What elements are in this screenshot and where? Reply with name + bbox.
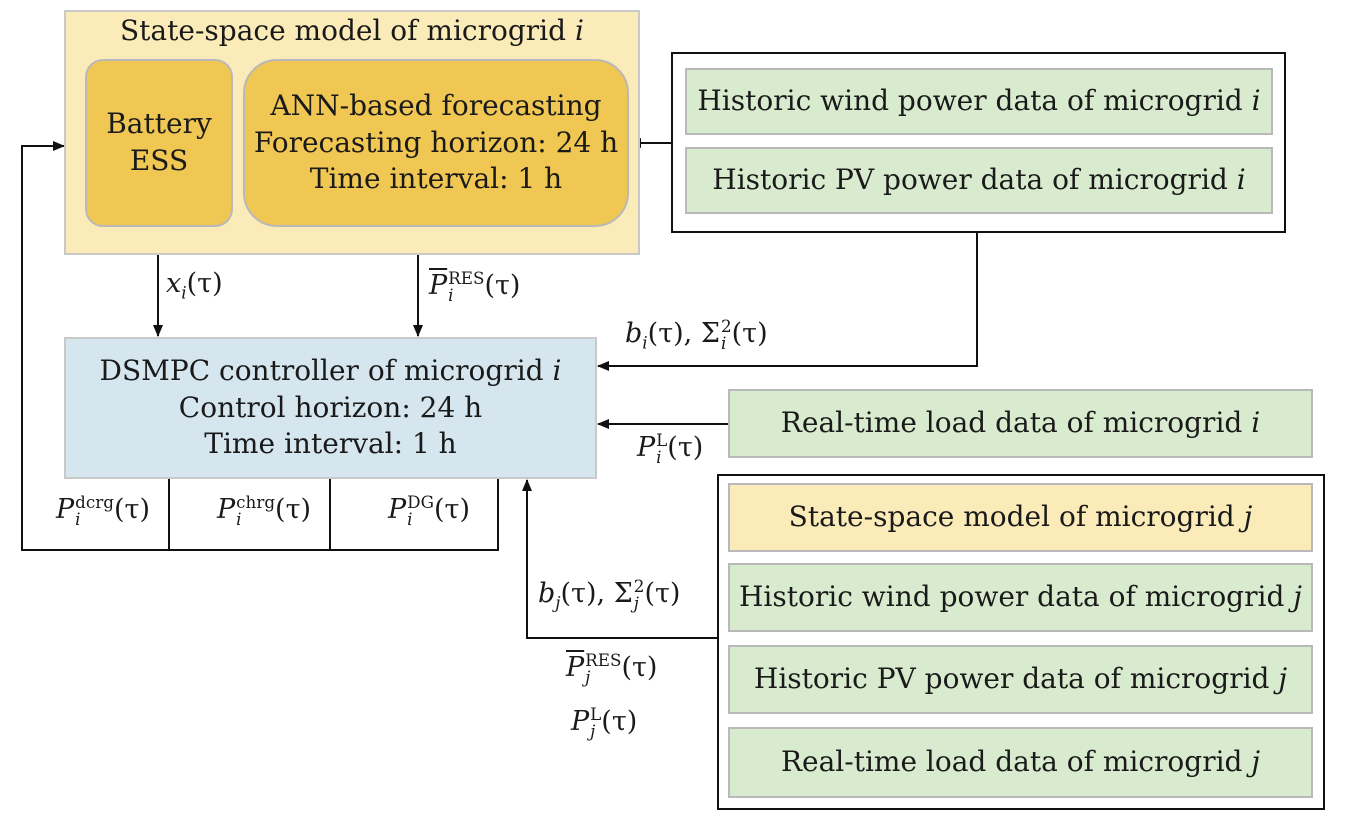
load-data-j: Real-time load data of microgrid j (728, 727, 1313, 798)
arrow-neighbor-to-dsmpc (522, 479, 717, 639)
historic-wind-i: Historic wind power data of microgrid i (685, 68, 1273, 135)
historic-wind-j: Historic wind power data of microgrid j (728, 563, 1313, 632)
arrow-historic-to-dsmpc (597, 232, 978, 371)
dsmpc-interval: Time interval: 1 h (204, 427, 457, 461)
ann-horizon: Forecasting horizon: 24 h (253, 125, 619, 159)
ann-forecasting-block: ANN-based forecasting Forecasting horizo… (243, 59, 629, 227)
state-space-model-j: State-space model of microgrid j (728, 483, 1313, 552)
battery-label-1: Battery (106, 107, 212, 141)
historic-pv-i: Historic PV power data of microgrid i (685, 147, 1273, 214)
state-space-model-i-title: State-space model of microgrid i (120, 14, 584, 47)
load-data-i: Real-time load data of microgrid i (728, 389, 1313, 458)
feedback-loop (21, 141, 499, 551)
battery-label-2: ESS (129, 144, 189, 177)
battery-ess-block: Battery ESS (85, 59, 233, 227)
historic-pv-j: Historic PV power data of microgrid j (728, 645, 1313, 714)
dsmpc-horizon: Control horizon: 24 h (178, 390, 483, 424)
ann-title: ANN-based forecasting (270, 88, 602, 122)
ann-interval: Time interval: 1 h (309, 162, 563, 196)
signal-x-i: xi(τ) (166, 268, 223, 303)
dsmpc-controller-block: DSMPC controller of microgrid i Control … (64, 337, 597, 479)
dsmpc-title: DSMPC controller of microgrid i (99, 353, 562, 387)
